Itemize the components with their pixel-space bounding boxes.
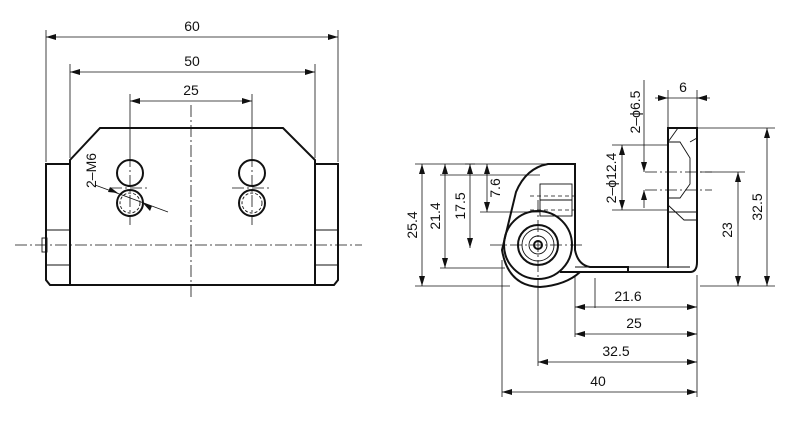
dim-23: 23 [719, 222, 735, 238]
flange-countersink [668, 141, 691, 199]
front-plate-outline [69, 127, 316, 286]
dim-bore-12-4: 2–ϕ12.4 [603, 152, 619, 203]
dim-21-6: 21.6 [614, 288, 641, 304]
dim-40: 40 [590, 373, 606, 389]
dim-hole-row-span: 50 [184, 53, 200, 69]
dim-32-5-vertical: 32.5 [749, 193, 765, 220]
side-foot [560, 127, 698, 273]
dim-wall-6: 6 [679, 79, 687, 95]
dim-25-4: 25.4 [404, 211, 420, 238]
dim-hole-pitch: 25 [183, 82, 199, 98]
dim-25: 25 [626, 315, 642, 331]
thread-callout: 2–M6 [83, 153, 99, 188]
right-knuckle [314, 163, 339, 286]
dim-32-5-horizontal: 32.5 [602, 343, 629, 359]
side-view: 25.4 21.4 17.5 7.6 2–ϕ12.4 2–ϕ6.5 [404, 79, 775, 397]
dim-17-5: 17.5 [452, 192, 468, 219]
front-view: 60 50 25 2–M6 [15, 18, 362, 300]
dim-7-6: 7.6 [487, 178, 503, 198]
dim-21-4: 21.4 [427, 202, 443, 229]
dim-bore-6-5: 2–ϕ6.5 [627, 90, 643, 133]
dim-overall-width: 60 [184, 18, 200, 34]
left-knuckle [45, 163, 71, 286]
